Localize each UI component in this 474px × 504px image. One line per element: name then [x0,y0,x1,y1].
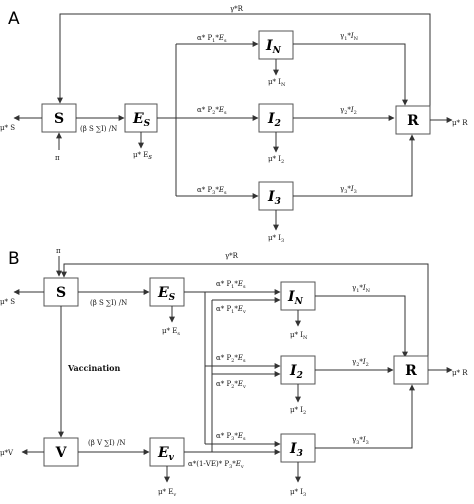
panel-b-mu-s-label: μ* S [0,298,15,306]
panel-a-a-p2-label: α* P2*Es [197,106,227,116]
panel-a-force-label: (β S ∑I) /N [80,125,117,133]
panel-a-mu-in-label: μ* IN [268,78,286,88]
panel-b-a-p3-es-label: α* P3*Es [216,432,246,442]
panel-a-loop-r-to-s [57,13,431,106]
panel-b-ev-label: Ev [157,445,175,463]
panel-b-i2-box [280,355,316,385]
panel-b-es-label: ES [157,285,176,303]
panel-a-pi-label: π [55,154,60,162]
panel-a-mu-i2-label: μ* I2 [268,155,284,165]
panel-b-a-p2-es-label: α* P2*Es [216,354,246,364]
panel-b-mu-i3-label: μ* I3 [290,488,306,498]
panel-a-in-label: IN [265,38,282,56]
panel-a-g2-label: γ2*I2 [340,106,357,116]
panel-a-i2-box [258,103,294,133]
panel-b-i3-label: I3 [289,441,303,459]
panel-a-in-to-r-arrow [293,43,408,106]
panel-b-i2-label: I2 [289,363,303,381]
panel-b-v-box [43,437,79,467]
panel-b-a-p2-ev-label: α* P2*Ev [216,380,246,390]
panel-b-mu-es-label: μ* Es [162,327,180,337]
panel-b-mu-i2-label: μ* I2 [290,406,306,416]
panel-b-in-box [280,281,316,311]
panel-a-a-p3-label: α* P3*Es [197,186,227,196]
panel-b-r-label: R [405,363,417,379]
panel-a-i2-label: I2 [267,111,281,129]
panel-a-es-box [124,103,158,133]
panel-a-r-box [395,105,431,135]
panel-b-s-label: S [56,285,66,301]
panel-b-in-label: IN [287,289,304,307]
panel-b: B π γ*R S μ* S (β S ∑I) /N Vaccination V… [0,247,468,498]
panel-a-mu-r-label: μ* R [452,119,468,127]
panel-b-mu-r-label: μ* R [452,369,468,377]
panel-a-gamma-r-label: γ*R [230,5,244,13]
panel-a-es-label: ES [132,111,151,129]
panel-a-mu-i3-label: μ* I3 [268,234,284,244]
panel-a-mu-s-label: μ* S [0,124,15,132]
panel-b-mu-ev-label: μ* Ev [158,488,176,498]
panel-b-mu-v-label: μ*V [0,449,14,457]
panel-a-g3-label: γ3*I3 [340,185,357,195]
panel-a-in-box [258,30,294,60]
panel-b-loop-r-to-s [61,263,429,356]
panel-b-force-s-label: (β S ∑I) /N [90,299,127,307]
panel-b-v-label: V [55,445,68,461]
panel-a-g1-label: γ1*IN [340,32,359,42]
panel-a: A γ*R S μ* S π (β S ∑I) /N ES μ* Es α* P… [0,5,468,244]
panel-b-in-to-r-arrow [315,295,408,358]
panel-a-a-p1-label: α* P1*Es [197,34,227,44]
panel-b-a-p1-ev-label: α* P1*Ev [216,305,246,315]
panel-b-mu-in-label: μ* IN [290,331,308,341]
panel-a-i3-box [258,181,294,211]
panel-b-force-v-label: (β V ∑I) /N [88,439,126,447]
panel-b-pi-label: π [56,247,61,255]
panel-b-i3-to-r-arrow [315,384,415,449]
panel-a-s-label: S [54,111,64,127]
panel-b-r-box [393,355,429,385]
panel-a-i3-to-r-arrow [293,134,415,197]
panel-b-g1-label: γ1*IN [352,284,371,294]
panel-a-mu-es-label: μ* Es [133,151,152,161]
panel-b-a-p3-ev-label: α*(1-VE)* P3*Ev [188,460,244,470]
panel-a-i3-label: I3 [267,189,281,207]
panel-b-letter: B [8,249,20,269]
panel-b-a-p1-es-label: α* P1*Es [216,280,246,290]
panel-b-g3-label: γ3*I3 [352,436,369,446]
panel-b-g2-label: γ2*I2 [352,358,369,368]
panel-b-gamma-r-label: γ*R [225,252,239,260]
panel-a-r-label: R [407,113,419,129]
panel-a-letter: A [8,9,20,29]
panel-b-vaccination-label: Vaccination [67,363,121,373]
